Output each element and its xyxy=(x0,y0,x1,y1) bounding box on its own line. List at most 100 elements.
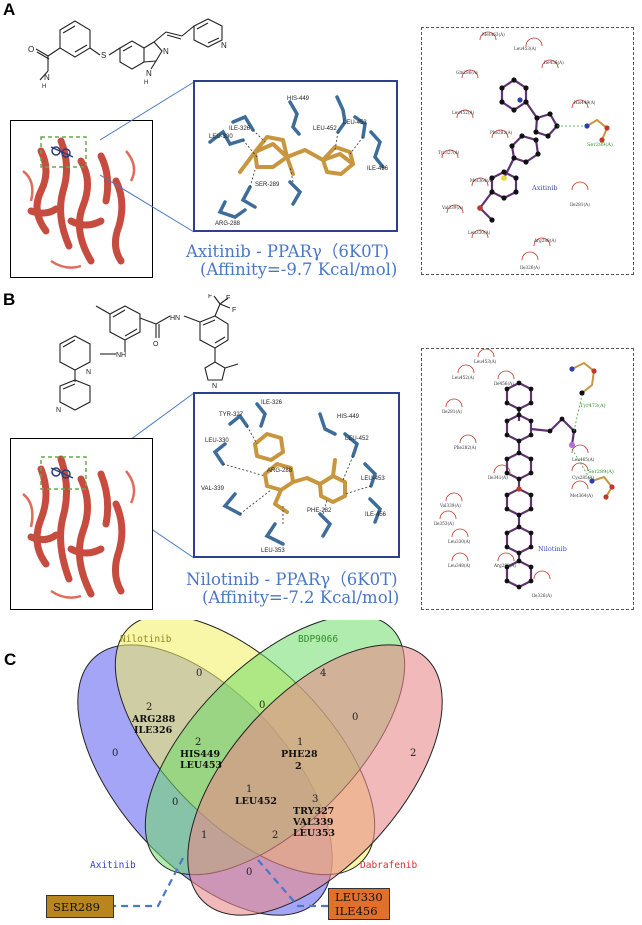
callout-text: ILE456 xyxy=(335,904,378,918)
ligplot-residue: Leu330(A) xyxy=(468,230,491,235)
venn-region-count: 2 xyxy=(146,702,152,713)
axitinib-title-line1: Axitinib - PPARγ（6K0T) xyxy=(186,242,390,261)
venn-set-dabrafenib xyxy=(187,644,443,916)
ligplot-residue: Met364(A) xyxy=(470,178,493,183)
venn-label-bdp9066: BDP9066 xyxy=(298,634,338,645)
residue-label: LEU-453 xyxy=(343,120,367,126)
svg-text:F: F xyxy=(226,295,230,302)
nilotinib-binding-pocket: TYR-327 ILE-326 LEU-330 HIS-449 LEU-452 … xyxy=(193,392,400,558)
residue-label: ARG-288 xyxy=(267,468,293,474)
residue-label: PHE-282 xyxy=(307,508,332,514)
ligplot-residue: His449(A) xyxy=(574,100,596,105)
venn-region-residue: LEU353 xyxy=(293,828,335,839)
axitinib-binding-pocket: LEU-330 ILE-326 HIS-449 LEU-452 LEU-453 … xyxy=(193,80,398,232)
ligplot-ligand-label: Nilotinib xyxy=(538,545,567,553)
panel-c-letter: C xyxy=(4,650,17,669)
venn-region-residue: ILE326 xyxy=(134,725,173,736)
venn-region-residue: 2 xyxy=(295,761,302,772)
ligplot-hbond-label: Tyr473(A) xyxy=(580,402,606,409)
ligplot-residue: Leu453(A) xyxy=(514,46,537,51)
ligplot-residue: Gln286(A) xyxy=(456,70,478,75)
nilotinib-ligplot: Tyr473(A) Ser289(A) Nilotinib Leu453(A) … xyxy=(421,348,634,610)
axitinib-title-line2: (Affinity=-9.7 Kcal/mol) xyxy=(200,260,398,279)
residue-label: LEU-452 xyxy=(345,436,369,442)
venn-label-nilotinib: Nilotinib xyxy=(120,634,172,645)
svg-text:F: F xyxy=(232,307,236,314)
panel-b-letter: B xyxy=(3,290,16,309)
nilotinib-title-line2: (Affinity=-7.2 Kcal/mol) xyxy=(202,588,400,607)
svg-text:N: N xyxy=(163,47,169,56)
venn-region-count: 1 xyxy=(297,737,303,748)
callout-text: LEU330 xyxy=(335,890,383,904)
panel-a-letter: A xyxy=(3,0,16,19)
svg-text:O: O xyxy=(28,45,34,54)
venn-region-count: 2 xyxy=(195,737,201,748)
ligplot-residue: Tyr327(A) xyxy=(438,150,460,155)
venn-region-count: 0 xyxy=(112,748,118,759)
ligplot-residue: Arg288(A) xyxy=(493,563,516,568)
residue-label: HIS-449 xyxy=(337,414,360,420)
svg-text:N: N xyxy=(146,69,152,78)
residue-label: LEU-330 xyxy=(209,134,233,140)
venn-region-residue: HIS449 xyxy=(180,749,221,760)
svg-text:S: S xyxy=(101,51,106,60)
ligplot-residue: Ile353(A) xyxy=(434,521,454,526)
residue-label: TYR-327 xyxy=(219,412,244,418)
ligplot-residue: Val339(A) xyxy=(439,503,461,508)
venn-region-residue: TRY327 xyxy=(293,806,334,817)
ligplot-residue: Met463(A) xyxy=(482,32,505,37)
nilotinib-title-line1: Nilotinib - PPARγ（6K0T) xyxy=(186,570,398,589)
nilotinib-protein-view xyxy=(10,438,153,610)
venn-region-residue: PHE28 xyxy=(281,749,318,760)
ligplot-residue: Cys285(A) xyxy=(572,475,594,480)
nilotinib-structure: F F F HN O NH N N N xyxy=(56,294,239,414)
ligplot-residue: Phe282(A) xyxy=(454,445,477,450)
callout-leu330-ile456: LEU330 ILE456 xyxy=(328,888,390,920)
residue-label: ILE-456 xyxy=(365,512,387,518)
residue-label: LEU-452 xyxy=(313,126,337,132)
venn-region-count: 4 xyxy=(320,668,326,679)
svg-text:N: N xyxy=(86,369,91,376)
residue-label: ILE-456 xyxy=(367,166,389,172)
residue-label: LEU-353 xyxy=(261,548,285,554)
venn-diagram: Nilotinib BDP9066 Axitinib Dabrafenib 0 … xyxy=(77,620,443,916)
svg-text:N: N xyxy=(212,383,217,390)
svg-text:H: H xyxy=(144,80,148,86)
venn-region-residue: LEU453 xyxy=(180,760,222,771)
svg-text:HN: HN xyxy=(170,315,180,322)
venn-region-residue: ARG288 xyxy=(131,714,176,725)
ligplot-residue: Met364(A) xyxy=(570,493,593,498)
venn-region-count: 2 xyxy=(410,748,416,759)
residue-label: VAL-339 xyxy=(201,486,225,492)
axitinib-protein-view xyxy=(10,120,153,278)
svg-text:O: O xyxy=(153,341,159,348)
residue-label: SER-289 xyxy=(255,182,280,188)
venn-label-axitinib: Axitinib xyxy=(90,860,136,871)
axitinib-structure: O N H S N N H N xyxy=(28,18,227,90)
residue-label: ARG-288 xyxy=(215,221,241,227)
ligplot-residue: Leu453(A) xyxy=(474,359,497,364)
venn-region-count: 3 xyxy=(312,794,318,805)
svg-text:N: N xyxy=(44,73,50,82)
residue-label: LEU-330 xyxy=(205,438,229,444)
residue-label: HIS-449 xyxy=(287,96,310,102)
svg-text:NH: NH xyxy=(116,352,126,359)
ligplot-residue: Leu330(A) xyxy=(448,539,471,544)
venn-region-count: 0 xyxy=(172,797,178,808)
venn-region-residue: VAL339 xyxy=(292,817,334,828)
ligplot-residue: Leu348(A) xyxy=(448,563,471,568)
ligplot-residue: Ile456(A) xyxy=(544,60,564,65)
callout-ser289: SER289 xyxy=(46,895,114,918)
venn-region-count: 0 xyxy=(196,668,202,679)
venn-region-count: 0 xyxy=(259,700,265,711)
residue-label: ILE-326 xyxy=(261,400,283,406)
ligplot-ligand-label: Axitinib xyxy=(531,184,558,192)
ligplot-residue: Ile281(A) xyxy=(442,409,462,414)
ligplot-residue: Ile281(A) xyxy=(570,202,590,207)
ligplot-residue: Leu452(A) xyxy=(452,375,475,380)
svg-text:H: H xyxy=(42,84,46,90)
venn-region-count: 0 xyxy=(246,867,252,878)
ligplot-residue: Phe282(A) xyxy=(490,130,513,135)
ligplot-residue: Arg288(A) xyxy=(533,238,556,243)
ligplot-residue: Ile326(A) xyxy=(520,265,540,270)
